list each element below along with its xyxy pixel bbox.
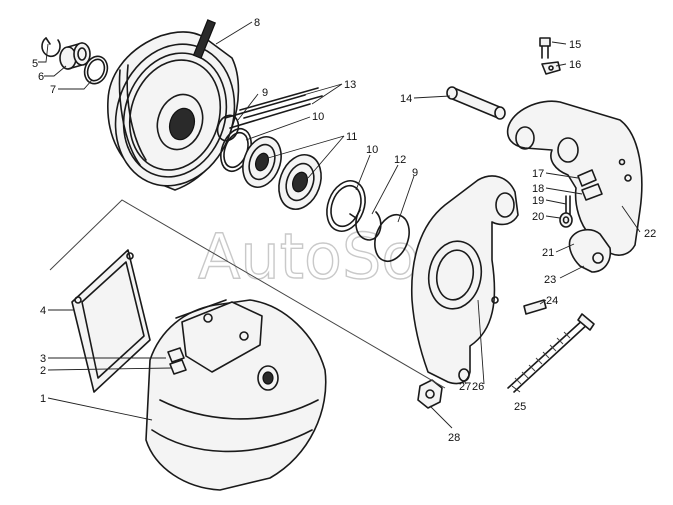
- callout-12: 12: [394, 154, 406, 166]
- tension-lever-22: [506, 100, 643, 256]
- callout-22: 22: [644, 228, 656, 240]
- gasket-4: [71, 249, 151, 393]
- callout-1: 1: [40, 393, 46, 405]
- callout-21: 21: [542, 247, 554, 259]
- callout-4: 4: [40, 305, 46, 317]
- callout-19: 19: [532, 195, 544, 207]
- snap-ring-5: [41, 37, 61, 58]
- bolt-15: [539, 37, 551, 59]
- callout-7: 7: [50, 84, 56, 96]
- callout-6: 6: [38, 71, 44, 83]
- bolt-18: [581, 183, 603, 201]
- bolt-17: [577, 169, 597, 187]
- belt-line: [49, 199, 446, 389]
- bearing-11-front: [242, 136, 282, 188]
- shaft-keys-13: [224, 87, 323, 129]
- callout-18: 18: [532, 183, 544, 195]
- washer-20: [559, 212, 573, 228]
- callout-9-left: 9: [262, 87, 268, 99]
- callout-labels: 5 6 7 8 9 10 13 11 10 12 9 14 15 16 17 1…: [32, 17, 656, 444]
- spring-ring-12: [349, 209, 382, 241]
- link-21-23: [568, 228, 612, 273]
- callout-3: 3: [40, 353, 46, 365]
- callout-15: 15: [569, 39, 581, 51]
- callout-27: 27: [459, 381, 471, 393]
- washer-16: [541, 61, 561, 75]
- callout-14: 14: [400, 93, 412, 105]
- bracket-27: [410, 175, 519, 385]
- callout-10-left: 10: [312, 111, 324, 123]
- callout-10-right: 10: [366, 144, 378, 156]
- bearing-11-rear: [278, 154, 322, 210]
- callout-11: 11: [346, 131, 357, 143]
- callout-9-right: 9: [412, 167, 418, 179]
- callout-8: 8: [254, 17, 260, 29]
- stud-2-3: [167, 347, 187, 375]
- pin-19: [565, 195, 571, 215]
- callout-2: 2: [40, 365, 46, 377]
- adjusting-screw-25: [507, 313, 595, 393]
- callout-17: 17: [532, 168, 544, 180]
- callout-16: 16: [569, 59, 581, 71]
- callout-26: 26: [472, 381, 484, 393]
- pulley-8: [107, 19, 240, 191]
- compressor-body-1: [145, 299, 327, 491]
- callout-23: 23: [544, 274, 556, 286]
- callout-28: 28: [448, 432, 460, 444]
- callout-25: 25: [514, 401, 526, 413]
- callout-20: 20: [532, 211, 544, 223]
- leader-lines: [38, 21, 641, 429]
- retaining-ring-9-left: [216, 114, 240, 142]
- pin-14: [446, 86, 506, 120]
- callout-24: 24: [546, 295, 558, 307]
- callout-13: 13: [344, 79, 356, 91]
- callout-5: 5: [32, 58, 38, 70]
- bushing-6: [59, 42, 91, 70]
